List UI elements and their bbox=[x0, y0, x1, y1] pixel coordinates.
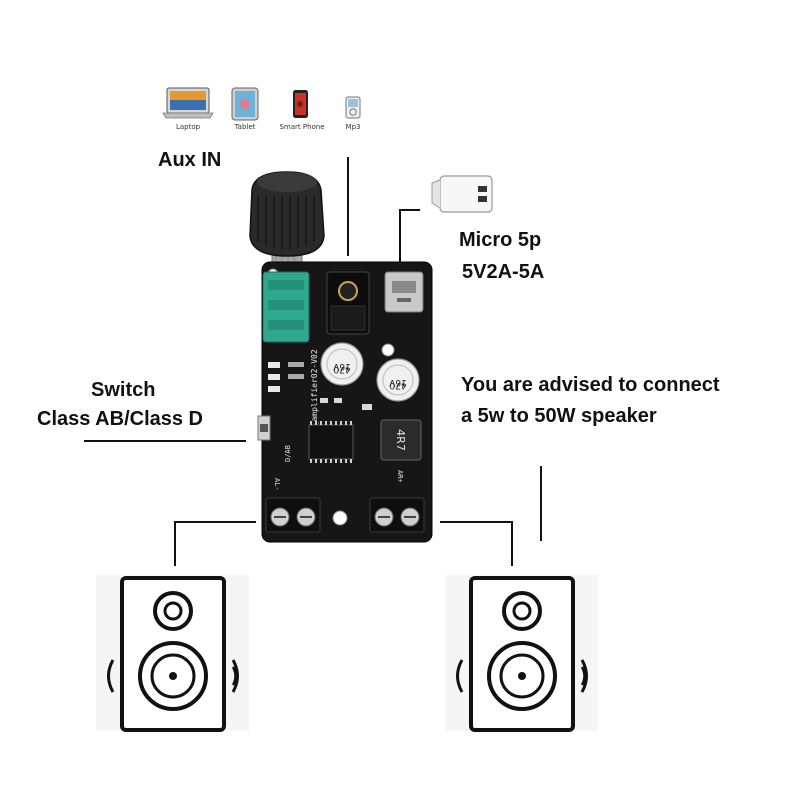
device-label-laptop: Laptop bbox=[175, 123, 201, 131]
capacitor-right: 470 16V bbox=[376, 358, 420, 402]
left-speaker-icon bbox=[96, 575, 249, 732]
power-line bbox=[399, 209, 420, 268]
svg-text:16V: 16V bbox=[388, 377, 406, 387]
left-speaker-line bbox=[174, 521, 256, 566]
device-label-mp3: Mp3 bbox=[345, 123, 361, 131]
svg-text:AL-: AL- bbox=[273, 478, 281, 491]
capacitor-left: 470 16V bbox=[320, 342, 364, 386]
speaker-advice-label: You are advised to connect bbox=[461, 374, 720, 396]
left-speaker-terminal bbox=[265, 497, 321, 533]
speaker-advice-range-label: a 5w to 50W speaker bbox=[461, 405, 657, 427]
device-label-smartphone: Smart Phone bbox=[279, 123, 325, 131]
smartphone-icon bbox=[293, 90, 308, 118]
svg-text:4R7: 4R7 bbox=[394, 429, 407, 451]
svg-text:16V: 16V bbox=[332, 361, 350, 371]
power-input-label: Micro 5p bbox=[459, 229, 542, 251]
switch-mode-label: Class AB/Class D bbox=[37, 408, 203, 430]
svg-text:AR+: AR+ bbox=[396, 470, 404, 483]
mp3-player-icon bbox=[345, 96, 361, 119]
svg-text:HW_amplifier02-V02: HW_amplifier02-V02 bbox=[310, 349, 319, 436]
svg-text:D/AB: D/AB bbox=[284, 445, 292, 462]
right-speaker-terminal bbox=[369, 497, 425, 533]
right-speaker-icon bbox=[445, 575, 598, 732]
amplifier-board: 470 16V 470 16V HW_amplifier02-V02 D/AB bbox=[249, 171, 433, 543]
amplifier-chip bbox=[308, 424, 354, 460]
inductor bbox=[380, 419, 422, 461]
switch-label: Switch bbox=[91, 379, 156, 401]
tablet-icon bbox=[231, 87, 259, 121]
aux-in-label: Aux IN bbox=[158, 149, 222, 171]
power-spec-label: 5V2A-5A bbox=[462, 261, 545, 283]
device-label-tablet: Tablet bbox=[234, 123, 256, 131]
usb-charger-icon bbox=[431, 175, 493, 213]
right-speaker-line bbox=[440, 521, 513, 566]
svg-text:470: 470 bbox=[333, 364, 350, 374]
laptop-icon bbox=[162, 87, 214, 119]
svg-text:470: 470 bbox=[389, 380, 406, 390]
